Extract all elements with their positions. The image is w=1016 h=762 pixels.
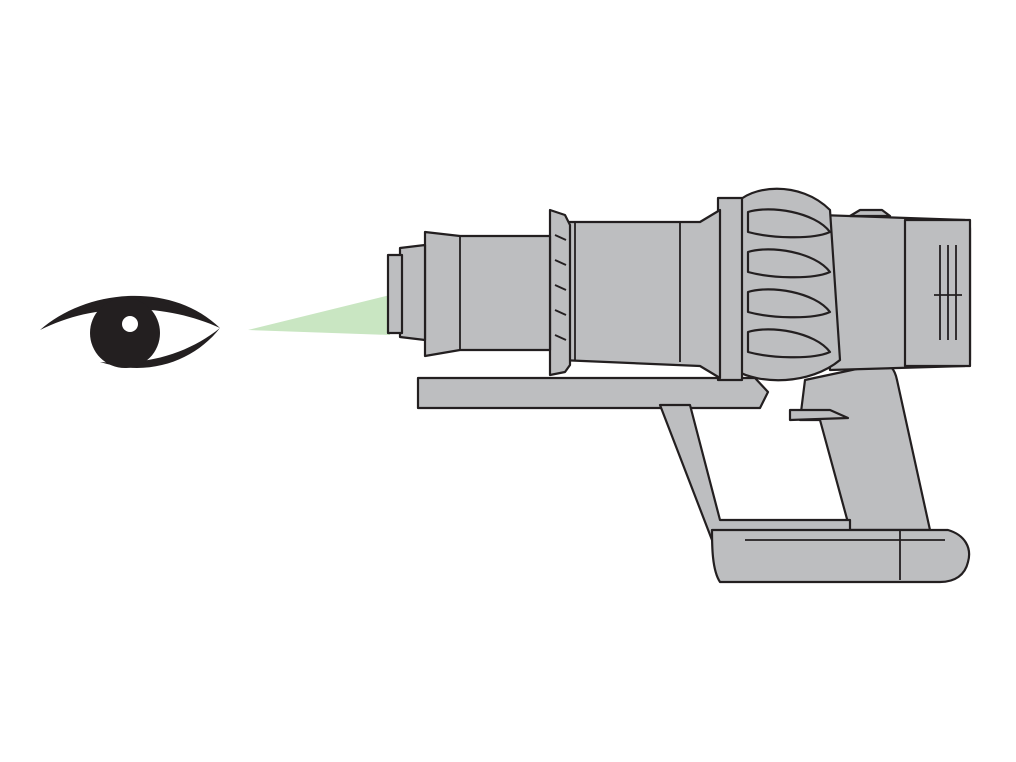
handle — [798, 362, 932, 532]
battery-pack — [710, 528, 971, 584]
eye-upper-lid — [40, 295, 220, 330]
inlet-tube — [423, 230, 552, 358]
top-latch — [848, 208, 892, 218]
cordless-vacuum-handheld — [386, 187, 972, 584]
trigger — [788, 408, 850, 422]
clear-bin — [558, 208, 722, 380]
bin-rail — [416, 376, 770, 410]
bin-collar — [548, 208, 572, 377]
eye-iris — [90, 298, 160, 368]
inlet-tip — [386, 253, 404, 335]
sight-beam — [248, 295, 390, 335]
exhaust-vents — [934, 245, 962, 340]
cyclone-cones — [746, 208, 832, 359]
eye-pupil-highlight — [122, 316, 138, 332]
collar-ribs — [554, 234, 567, 341]
cyclone-ring — [716, 196, 744, 382]
eye-icon — [40, 295, 220, 368]
inlet-nozzle — [398, 243, 427, 342]
motor-cap — [903, 218, 972, 368]
